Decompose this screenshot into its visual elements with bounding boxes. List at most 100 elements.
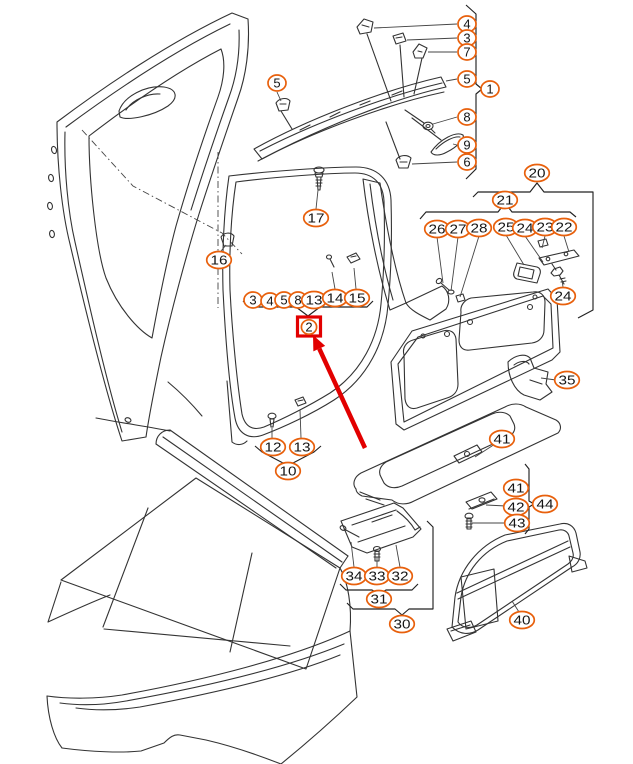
callout-circle[interactable] (457, 136, 477, 154)
callout-32[interactable]: 32 (386, 566, 414, 586)
callout-17[interactable]: 17 (302, 208, 330, 228)
callout-6-lid[interactable]: 6 (457, 153, 477, 171)
callout-number: 42 (508, 500, 525, 515)
callout-number: 43 (509, 516, 526, 531)
callout-number: 4 (266, 294, 273, 309)
bracket-item-30 (346, 520, 434, 616)
callout-13-seal[interactable]: 13 (300, 290, 328, 310)
callout-30[interactable]: 30 (388, 614, 416, 634)
callout-number: 25 (498, 220, 515, 235)
callout-number: 33 (369, 569, 386, 584)
callout-circle[interactable] (343, 288, 371, 308)
callout-1-assembly[interactable]: 1 (480, 80, 500, 98)
callout-circle[interactable] (480, 80, 500, 98)
callout-28[interactable]: 28 (465, 218, 493, 238)
callout-3-seal[interactable]: 3 (243, 291, 263, 309)
callout-circle[interactable] (365, 589, 393, 609)
callout-circle[interactable] (259, 437, 287, 457)
callout-41-shelf[interactable]: 41 (488, 429, 516, 449)
callout-circle[interactable] (457, 108, 477, 126)
callout-circle[interactable] (457, 153, 477, 171)
callout-circle[interactable] (302, 208, 330, 228)
callout-24-lower[interactable]: 24 (549, 286, 577, 306)
callout-circle[interactable] (457, 70, 477, 88)
callout-34[interactable]: 34 (340, 566, 368, 586)
shelf-panel-art (390, 288, 561, 431)
callout-10[interactable]: 10 (274, 461, 302, 481)
callout-7-lid[interactable]: 7 (457, 43, 477, 61)
mounting-hardware-art (464, 491, 498, 530)
callout-number: 13 (294, 440, 311, 455)
highlight-arrow-shaft (317, 347, 368, 449)
callout-circle[interactable] (386, 566, 414, 586)
bracket-item-20 (472, 182, 594, 319)
callout-number: 41 (494, 432, 511, 447)
callout-number: 20 (529, 166, 546, 181)
callout-circle[interactable] (508, 610, 536, 630)
leader-lines (220, 23, 570, 613)
callout-15[interactable]: 15 (343, 288, 371, 308)
callout-5-clip[interactable]: 5 (267, 74, 287, 92)
callout-circle[interactable] (553, 370, 581, 390)
callout-14[interactable]: 14 (321, 288, 349, 308)
callout-33[interactable]: 33 (363, 566, 391, 586)
callout-4-lid[interactable]: 4 (457, 15, 477, 33)
callout-number: 22 (556, 220, 573, 235)
callout-13-lower[interactable]: 13 (288, 437, 316, 457)
car-body-art (46, 380, 358, 764)
callout-20[interactable]: 20 (523, 163, 551, 183)
callout-2-highlighted[interactable]: 2 (300, 318, 318, 336)
callout-circle[interactable] (549, 286, 577, 306)
callout-31[interactable]: 31 (365, 589, 393, 609)
callout-43[interactable]: 43 (503, 513, 531, 533)
callout-12[interactable]: 12 (259, 437, 287, 457)
callout-circle[interactable] (388, 614, 416, 634)
callout-27[interactable]: 27 (444, 219, 472, 239)
callout-8-lid[interactable]: 8 (457, 108, 477, 126)
callout-number: 41 (508, 481, 525, 496)
callout-circle[interactable] (531, 494, 559, 514)
callout-number: 8 (294, 293, 301, 308)
callout-41-hw[interactable]: 41 (502, 478, 530, 498)
callout-number: 32 (392, 569, 409, 584)
callout-21[interactable]: 21 (491, 190, 519, 210)
callout-24-upper[interactable]: 24 (511, 218, 539, 238)
bracket-35-art (507, 354, 553, 401)
callout-number: 17 (308, 211, 325, 226)
trim-strip-art (253, 33, 447, 162)
callout-circle[interactable] (502, 478, 530, 498)
callout-circle[interactable] (488, 429, 516, 449)
callout-circle[interactable] (205, 250, 233, 270)
callout-number: 2 (305, 320, 312, 335)
callout-5-strip[interactable]: 5 (457, 70, 477, 88)
callout-44[interactable]: 44 (531, 494, 559, 514)
callout-circle[interactable] (491, 190, 519, 210)
callout-9-lid[interactable]: 9 (457, 136, 477, 154)
callout-16[interactable]: 16 (205, 250, 233, 270)
callout-circle[interactable] (503, 513, 531, 533)
callout-circle[interactable] (457, 43, 477, 61)
callout-number: 5 (273, 76, 280, 91)
callout-number: 24 (517, 221, 534, 236)
callout-circle[interactable] (550, 217, 578, 237)
callout-circle[interactable] (300, 318, 318, 336)
callout-number: 6 (463, 155, 470, 170)
callout-number: 28 (471, 221, 488, 236)
callout-number: 4 (463, 17, 470, 32)
callout-number: 5 (463, 72, 470, 87)
pillar-trim-art (362, 178, 450, 321)
callout-42[interactable]: 42 (502, 497, 530, 517)
highlight-arrow-head (313, 335, 326, 352)
callout-number: 13 (306, 293, 323, 308)
callout-circle[interactable] (465, 218, 493, 238)
callout-22[interactable]: 22 (550, 217, 578, 237)
callout-circle[interactable] (523, 163, 551, 183)
callout-circle[interactable] (274, 461, 302, 481)
callout-40[interactable]: 40 (508, 610, 536, 630)
callout-number: 10 (280, 464, 297, 479)
callout-35[interactable]: 35 (553, 370, 581, 390)
callout-circle[interactable] (288, 437, 316, 457)
callout-circle[interactable] (267, 74, 287, 92)
